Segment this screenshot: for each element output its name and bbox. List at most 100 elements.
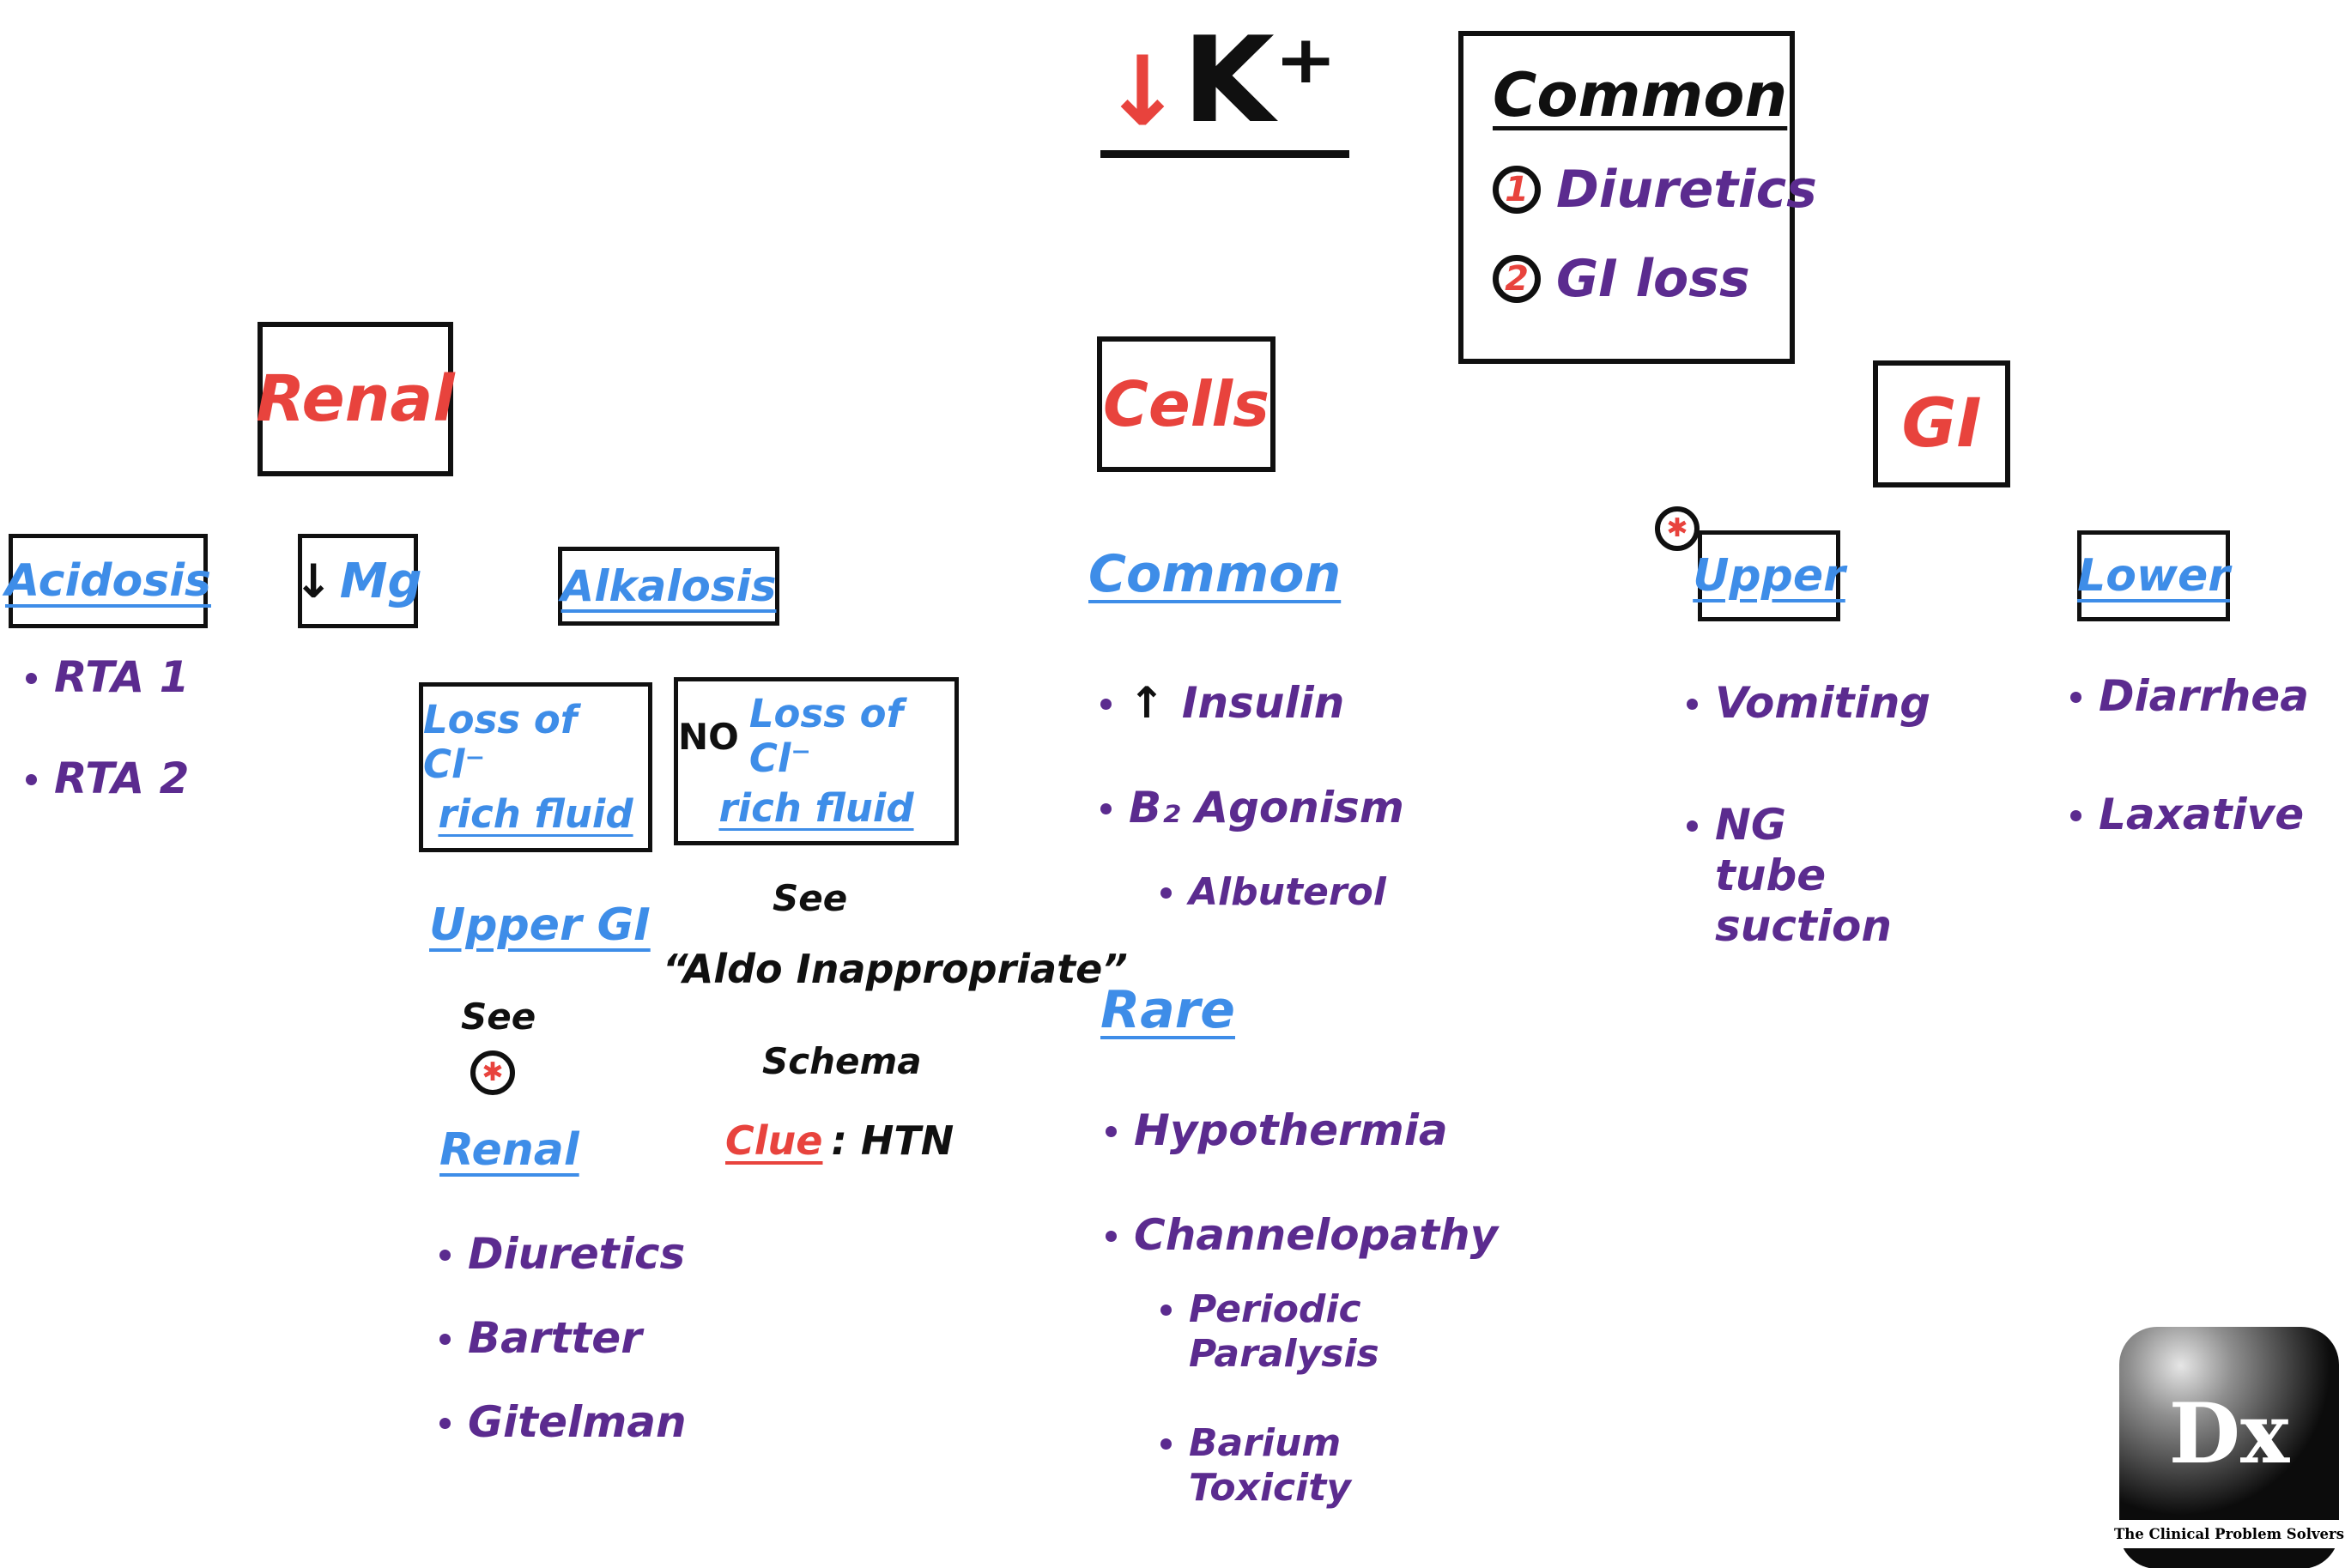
dx-logo-text: Dx — [2168, 1384, 2290, 1482]
list-item-label: RTA 2 — [54, 754, 190, 803]
bullet-icon — [1100, 803, 1112, 814]
gi-upper-box: Upper — [1693, 530, 1845, 621]
bullet-icon — [439, 1334, 451, 1345]
schema-note: Schema — [762, 1040, 922, 1082]
asterisk-reference-icon: ✱ — [470, 1050, 515, 1095]
gi-branch-box: GI — [1873, 360, 2010, 487]
list-item: Diuretics — [439, 1229, 687, 1279]
list-item-b2-agonism: B₂ Agonism — [1100, 783, 1404, 833]
gi-lower-box: Lower — [2077, 530, 2230, 621]
low-magnesium-box: ↓ Mg — [294, 534, 422, 628]
common-cause-label: Diuretics — [1556, 160, 1817, 220]
list-item-channelopathy: Channelopathy — [1106, 1210, 1498, 1261]
circled-number-1-icon: 1 — [1493, 166, 1541, 214]
acidosis-box: Acidosis — [5, 534, 211, 628]
gi-upper-title: Upper — [1693, 550, 1845, 602]
potassium-symbol: K⁺ — [1182, 11, 1337, 149]
asterisk-reference-icon: ✱ — [1655, 506, 1700, 551]
list-item: RTA 2 — [26, 754, 189, 803]
asterisk-icon: ✱ — [1666, 513, 1688, 543]
no-loss-line-1: Loss of Cl⁻ — [748, 691, 904, 782]
list-item-label: Barium Toxicity — [1189, 1421, 1351, 1510]
list-item: RTA 1 — [26, 652, 189, 702]
circled-number-2-icon: 2 — [1493, 255, 1541, 303]
list-item-label: Channelopathy — [1134, 1210, 1499, 1260]
bullet-icon — [439, 1250, 451, 1261]
list-item-label: Diuretics — [468, 1229, 686, 1279]
no-loss-line-2: rich fluid — [718, 784, 914, 831]
up-arrow-icon: ↑ — [1129, 678, 1165, 728]
clue-value: : HTN — [831, 1117, 954, 1164]
see-note: See — [461, 996, 536, 1038]
list-item-label: Albuterol — [1189, 870, 1386, 914]
renal-branch-box: Renal — [256, 322, 455, 476]
list-item-label: NG tube suction — [1715, 800, 1892, 951]
list-item-label: RTA 1 — [54, 652, 190, 702]
list-item-label: Insulin — [1181, 678, 1345, 728]
bullet-icon — [26, 774, 37, 785]
no-prefix: NO — [678, 715, 739, 758]
page-title: ↓ K⁺ — [1100, 21, 1349, 158]
list-item-label: Diarrhea — [2099, 671, 2309, 721]
renal-branch-title: Renal — [256, 362, 455, 436]
common-cause-label: GI loss — [1556, 249, 1750, 309]
list-item-label: Laxative — [2099, 790, 2305, 839]
bullet-icon — [26, 673, 37, 684]
bullet-icon — [1106, 1231, 1117, 1242]
magnesium-label: Mg — [339, 553, 422, 609]
loss-line-2: rich fluid — [438, 790, 633, 837]
common-cause-item: 2 GI loss — [1493, 249, 1750, 309]
list-item: Gitelman — [439, 1397, 687, 1447]
upper-gi-subheading: Upper GI — [429, 899, 651, 951]
bullet-icon — [439, 1418, 451, 1429]
no-loss-cl-fluid-box: NO Loss of Cl⁻ rich fluid — [674, 677, 959, 845]
acidosis-title: Acidosis — [5, 555, 211, 607]
clue-label: Clue — [725, 1117, 823, 1164]
clue-line: Clue : HTN — [725, 1117, 954, 1164]
common-causes-box: Common 1 Diuretics 2 GI loss — [1458, 31, 1817, 364]
gi-lower-title: Lower — [2077, 550, 2230, 602]
list-item-label: Bartter — [468, 1313, 642, 1363]
bullet-icon — [2070, 692, 2081, 703]
list-item-periodic-paralysis: Periodic Paralysis — [1160, 1287, 1392, 1377]
bullet-icon — [1687, 699, 1698, 710]
alkalosis-title: Alkalosis — [560, 561, 777, 611]
list-item-label: B₂ Agonism — [1129, 783, 1404, 832]
bullet-icon — [1100, 699, 1112, 710]
bullet-icon — [1160, 1305, 1172, 1316]
common-cause-item: 1 Diuretics — [1493, 160, 1817, 220]
cells-common-heading: Common — [1088, 544, 1342, 604]
cells-branch-box: Cells — [1097, 336, 1276, 472]
common-causes-title: Common — [1493, 60, 1788, 130]
acidosis-list: RTA 1 RTA 2 — [26, 652, 189, 803]
list-item-label: Periodic Paralysis — [1189, 1287, 1379, 1376]
see-note: See — [773, 877, 848, 919]
cells-rare-heading: Rare — [1100, 980, 1235, 1040]
list-item-ng-tube-suction: NG tube suction — [1687, 800, 1910, 952]
logo-tagline: The Clinical Problem Solvers — [2105, 1520, 2345, 1548]
list-item-label: Gitelman — [468, 1397, 687, 1447]
bullet-icon — [1160, 1438, 1172, 1450]
list-item-laxative: Laxative — [2070, 790, 2304, 840]
renal-subheading: Renal — [439, 1124, 579, 1176]
renal-alkalosis-list: Diuretics Bartter Gitelman — [439, 1229, 687, 1447]
bullet-icon — [1106, 1126, 1117, 1137]
list-item-albuterol: Albuterol — [1160, 870, 1386, 915]
loss-line-1: Loss of Cl⁻ — [423, 697, 578, 788]
bullet-icon — [1687, 820, 1698, 832]
list-item-hypothermia: Hypothermia — [1106, 1105, 1448, 1156]
list-item-diarrhea: Diarrhea — [2070, 671, 2309, 722]
gi-branch-title: GI — [1901, 385, 1982, 463]
list-item-label: Vomiting — [1715, 678, 1931, 728]
no-loss-row: NO Loss of Cl⁻ — [678, 692, 954, 781]
list-item: Bartter — [439, 1313, 687, 1363]
list-item-vomiting: Vomiting — [1687, 678, 1930, 729]
list-item-barium-toxicity: Barium Toxicity — [1160, 1421, 1375, 1510]
down-arrow-icon: ↓ — [1102, 36, 1183, 148]
list-item-label: Hypothermia — [1134, 1105, 1448, 1155]
cells-branch-title: Cells — [1103, 368, 1269, 440]
bullet-icon — [1160, 887, 1172, 899]
asterisk-icon: ✱ — [482, 1057, 504, 1087]
down-arrow-icon: ↓ — [294, 554, 333, 608]
